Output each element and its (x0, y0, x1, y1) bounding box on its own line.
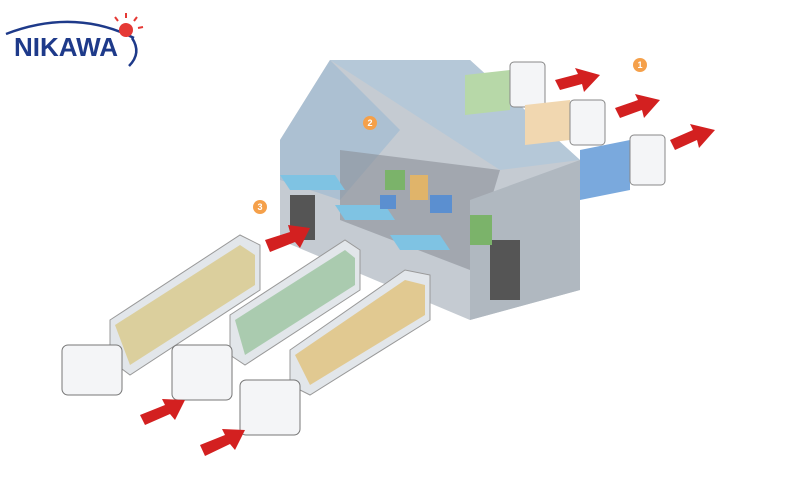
step-badge-3: 3 (253, 200, 267, 214)
logo-text: NIKAWA (14, 32, 118, 62)
step-badge-2: 2 (363, 116, 377, 130)
arrow-out-1 (265, 225, 310, 252)
outbound-trucks (61, 234, 431, 436)
arrow-out-3 (200, 429, 245, 456)
logo-swoosh-sun-icon (5, 13, 144, 67)
arrow-in-3 (670, 124, 715, 150)
nikawa-logo: NIKAWA (4, 8, 144, 68)
flow-arrows (140, 68, 715, 456)
arrow-in-1 (555, 68, 600, 92)
step-badge-1: 1 (633, 58, 647, 72)
inbound-trucks (465, 61, 666, 200)
arrow-in-2 (615, 94, 660, 118)
arrow-out-2 (140, 399, 185, 425)
